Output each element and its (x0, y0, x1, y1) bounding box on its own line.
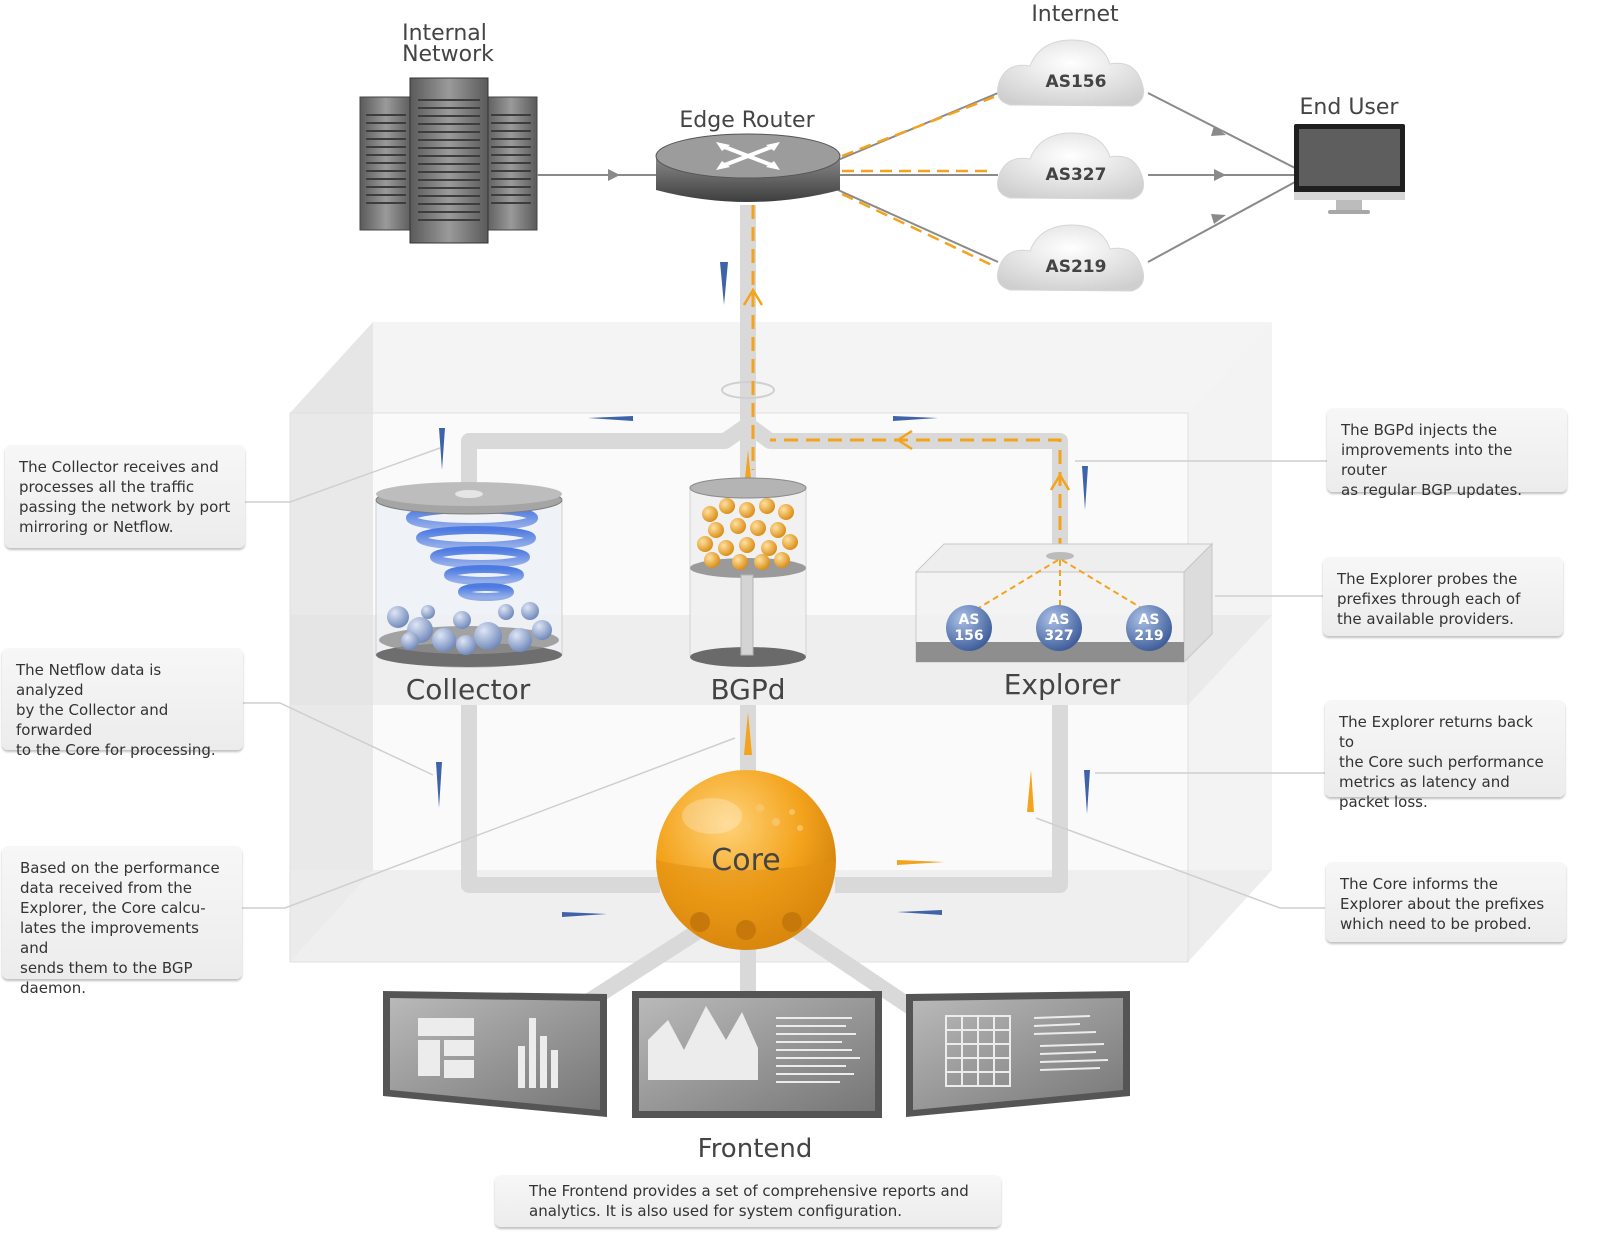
svg-text:AS: AS (1049, 612, 1070, 628)
flow-indicators (436, 262, 1090, 917)
cloud-label-as156: AS156 (1046, 72, 1107, 92)
svg-text:AS: AS (959, 612, 980, 628)
note-bgpd: The BGPd injects the improvements into t… (1327, 408, 1567, 499)
svg-text:156: 156 (954, 628, 983, 644)
orange-flow-arrows (742, 287, 1071, 491)
core-label: Core (711, 843, 780, 878)
core-icon (656, 770, 836, 950)
end-user-label: End User (1300, 95, 1400, 120)
pipe-ring (721, 381, 775, 399)
router-icon (655, 133, 841, 202)
cloud-label-as327: AS327 (1046, 165, 1107, 185)
cloud-icon (997, 224, 1145, 292)
internal-network-label: Internal Network (402, 21, 494, 67)
note-explorer-return: The Explorer returns back to the Core su… (1325, 700, 1565, 811)
network-link-arrows (608, 126, 1226, 224)
bgpd-label: BGPd (710, 673, 785, 706)
probe-as219-icon: AS 219 (1126, 605, 1172, 651)
note-core-inform: The Core informs the Explorer about the … (1326, 862, 1566, 942)
note-collector: The Collector receives and processes all… (5, 445, 245, 548)
bgpd-icon (689, 477, 807, 667)
report-screen-dashboard (383, 991, 607, 1117)
report-screen-chart (632, 991, 882, 1118)
internet-label: Internet (1031, 2, 1119, 27)
callout-lines (240, 447, 1328, 909)
monitor-icon (1294, 124, 1405, 214)
edge-router-label: Edge Router (679, 108, 815, 133)
frontend-label: Frontend (698, 1134, 813, 1164)
probe-as156-icon: AS 156 (946, 605, 992, 651)
server-rack-icon (359, 77, 538, 244)
svg-text:219: 219 (1134, 628, 1163, 644)
note-frontend: The Frontend provides a set of comprehen… (495, 1175, 1001, 1227)
collector-label: Collector (406, 673, 531, 706)
explorer-label: Explorer (1004, 668, 1121, 701)
note-explorer-probe: The Explorer probes the prefixes through… (1323, 557, 1563, 636)
cloud-label-as219: AS219 (1046, 257, 1107, 277)
cloud-icon (997, 39, 1145, 107)
report-screen-table (906, 991, 1130, 1117)
svg-text:AS: AS (1139, 612, 1160, 628)
collector-icon (375, 482, 563, 668)
svg-text:327: 327 (1044, 628, 1073, 644)
probe-as327-icon: AS 327 (1036, 605, 1082, 651)
cloud-icon (997, 132, 1145, 200)
note-core-calculation: Based on the performance data received f… (2, 846, 242, 997)
note-netflow: The Netflow data is analyzed by the Coll… (2, 648, 243, 759)
probe-dashed-links (841, 95, 995, 268)
orange-flow (751, 205, 1062, 552)
network-links (537, 92, 1296, 263)
